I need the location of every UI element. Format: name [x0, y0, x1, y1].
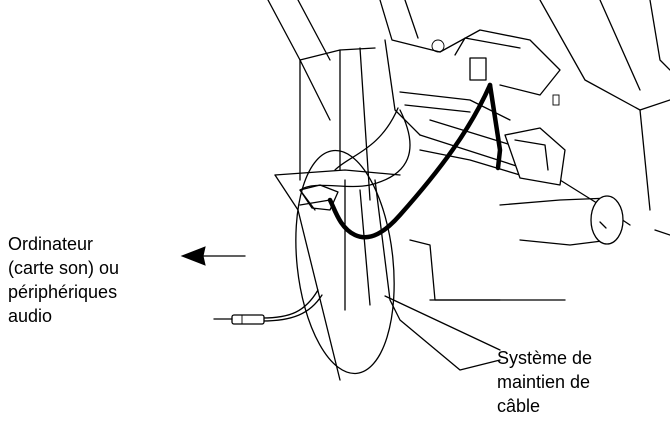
device-label: Ordinateur (carte son) ou périphériques …: [8, 234, 120, 326]
cables: [299, 82, 503, 240]
audio-jack-icon: [213, 289, 323, 325]
connector-panel: [399, 57, 566, 186]
leader-line: [384, 295, 501, 351]
roller: [499, 195, 624, 246]
left-arrow-icon: [180, 246, 246, 266]
machine-body: [267, 0, 670, 236]
cable-holder-label: Système de maintien de câble: [497, 348, 593, 416]
cable-holder-highlight: [295, 149, 395, 375]
